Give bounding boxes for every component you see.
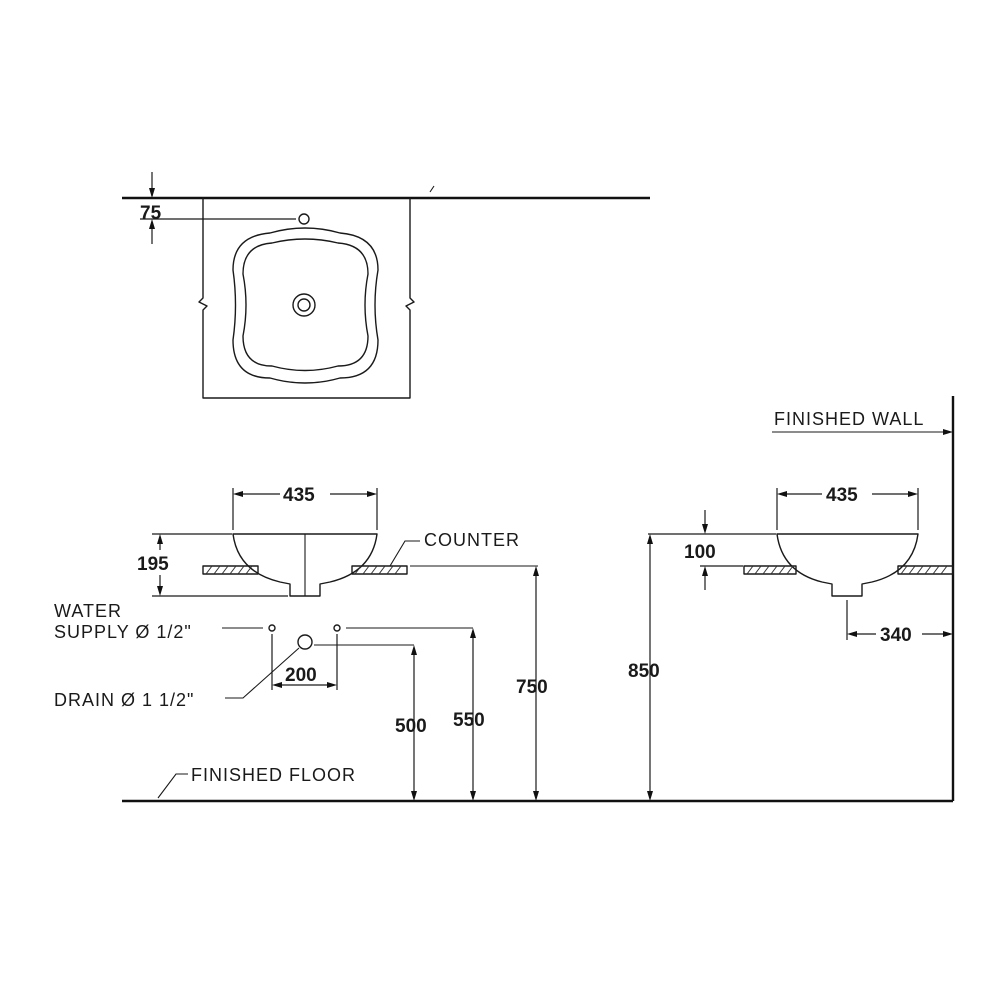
dim-850-label: 850 [628,661,660,682]
dim-75-arrow-top [149,188,155,198]
dim-550-arrow-bottom [470,791,476,801]
dim-435-label: 435 [283,485,315,506]
dim-195-arrow-top [157,534,163,544]
dim-750-arrow-top [533,566,539,576]
side-basin-bowl [776,533,919,597]
dim-200-label: 200 [285,665,317,686]
plan-basin-inner [242,238,369,372]
side-dim-435-arrow-left [777,491,787,497]
plan-drain-outer [292,293,316,317]
drain-outlet [297,634,313,650]
dim-200-arrow-left [272,682,282,688]
side-dim-435-label: 435 [826,485,858,506]
plan-view: 75 [122,172,650,399]
dim-340-arrow-left [847,631,857,637]
dim-100-arrow-bottom [702,566,708,576]
side-counter-hatching [746,565,948,575]
dim-200-arrow-right [327,682,337,688]
drain-label: DRAIN Ø 1 1/2" [54,690,194,710]
finished-wall-label: FINISHED WALL [774,409,924,429]
finished-wall-arrow [943,429,953,435]
water-supply-left [268,624,276,632]
plan-basin-outer [232,227,379,384]
side-view: FINISHED WALL 435 [628,396,955,801]
dim-435-arrow-right [367,491,377,497]
water-supply-label-line2: SUPPLY Ø 1/2" [54,622,192,642]
finished-floor-label: FINISHED FLOOR [191,765,356,785]
drain-leader [225,647,300,699]
dim-750-label: 750 [516,677,548,698]
counter-leader [389,540,420,567]
dim-100-arrow-top [702,524,708,534]
front-view: COUNTER 435 195 WATER SUPPLY Ø 1/2" DRAI… [54,485,548,801]
dim-75-label: 75 [140,203,162,224]
dim-500-arrow-bottom [411,791,417,801]
wall-break-mark [429,185,435,193]
dim-340-arrow-right [943,631,953,637]
side-counter-left [743,565,797,575]
dim-550-label: 550 [453,710,485,731]
floor: FINISHED FLOOR [122,765,953,803]
water-supply-label-line1: WATER [54,601,122,621]
dim-850-arrow-bottom [647,791,653,801]
front-counter-hatching [205,565,402,575]
front-basin-bowl [232,533,378,597]
dim-500-arrow-top [411,645,417,655]
dim-500-label: 500 [395,716,427,737]
dim-550-arrow-top [470,628,476,638]
dim-75-arrow-bottom [149,219,155,229]
dim-435-arrow-left [233,491,243,497]
plan-drain-inner [297,298,311,312]
dim-850-arrow-top [647,534,653,544]
dim-340-label: 340 [880,625,912,646]
dim-750-arrow-bottom [533,791,539,801]
counter-label: COUNTER [424,530,520,550]
dim-100-label: 100 [684,542,716,563]
side-dim-435-arrow-right [908,491,918,497]
tap-hole [298,213,310,225]
plan-counter-outline [198,197,415,399]
dim-195-arrow-bottom [157,586,163,596]
finished-floor-leader [157,773,188,799]
dim-195-label: 195 [137,554,169,575]
water-supply-right [333,624,341,632]
